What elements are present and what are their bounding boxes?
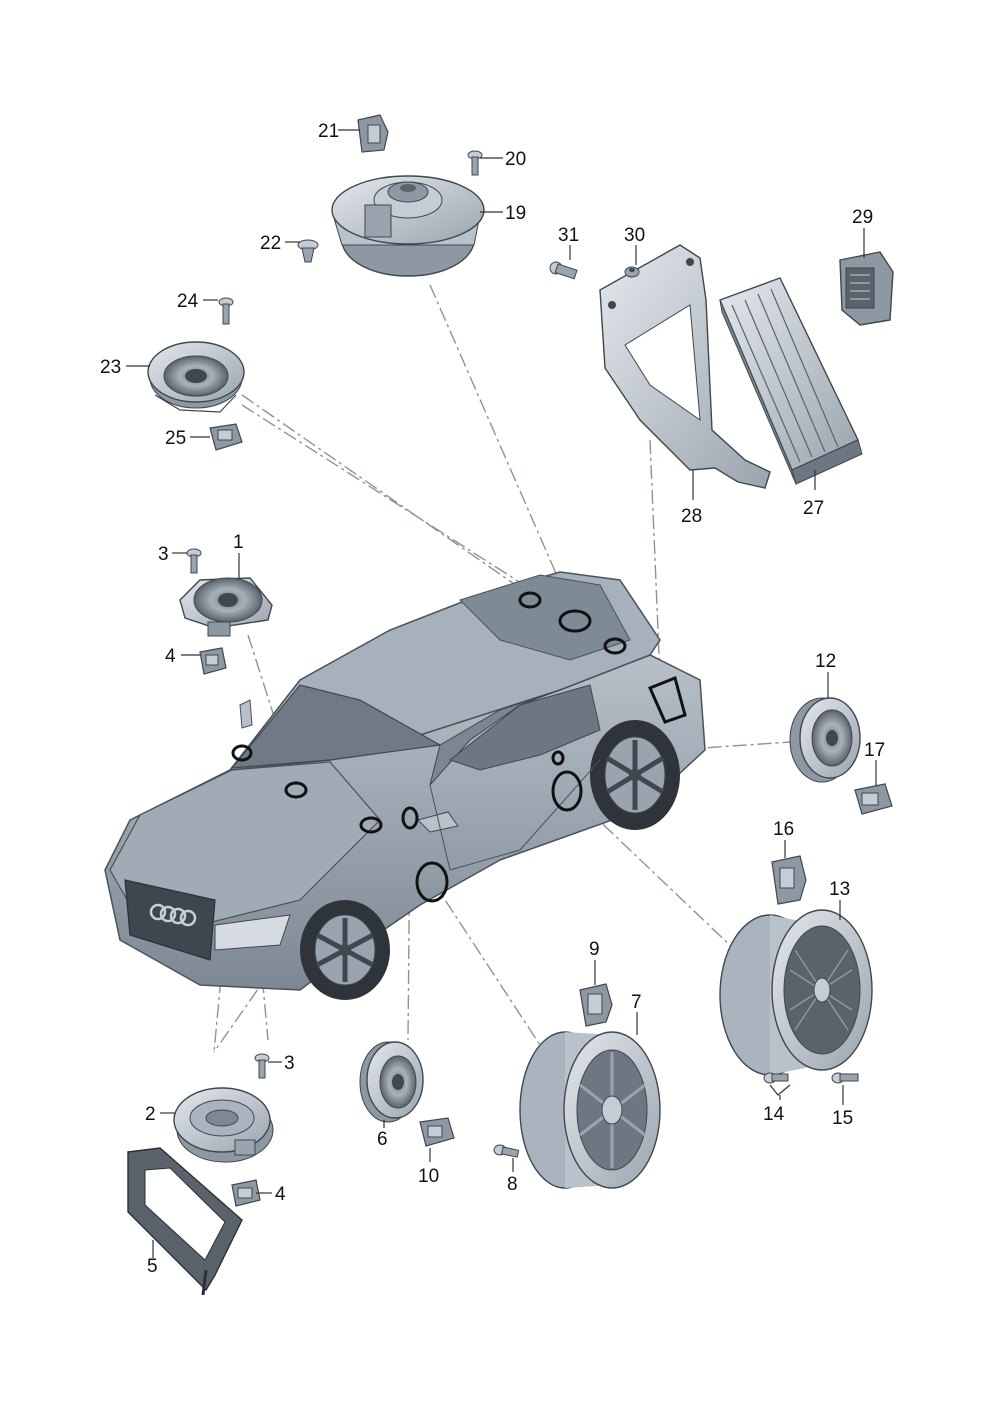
callout-15: 15 — [832, 1108, 853, 1129]
front-wheel — [300, 900, 390, 1000]
callout-3-lower: 3 — [284, 1053, 295, 1074]
rear-wheel — [590, 720, 680, 830]
part-20-screw — [467, 150, 483, 176]
callout-8: 8 — [507, 1174, 518, 1195]
callout-28: 28 — [681, 506, 702, 527]
callout-19: 19 — [505, 203, 526, 224]
part-8-screw — [493, 1144, 520, 1158]
part-4-connector-lower — [231, 1179, 261, 1207]
leader-lines — [126, 129, 877, 1258]
callout-6: 6 — [377, 1129, 388, 1150]
callout-17: 17 — [864, 740, 885, 761]
part-31-bolt — [549, 261, 578, 280]
part-22-clip — [297, 239, 319, 263]
callout-1: 1 — [233, 532, 244, 553]
callout-4-lower: 4 — [275, 1184, 286, 1205]
callout-27: 27 — [803, 498, 824, 519]
part-15-screw — [831, 1072, 859, 1084]
part-12-speaker — [789, 697, 861, 783]
callout-5: 5 — [147, 1256, 158, 1277]
part-3-screw-upper — [186, 548, 202, 574]
callout-23: 23 — [100, 357, 121, 378]
part-19-roof-speaker — [331, 175, 485, 277]
part-27-amplifier — [719, 277, 863, 485]
callout-31: 31 — [558, 225, 579, 246]
part-16-connector — [771, 855, 807, 905]
part-23-speaker — [147, 341, 245, 413]
callout-21: 21 — [318, 121, 339, 142]
callout-labels: 21 20 19 22 24 23 25 31 30 29 28 27 3 1 … — [100, 121, 885, 1277]
part-30-nut — [624, 266, 640, 278]
callout-24: 24 — [177, 291, 199, 312]
callout-10: 10 — [418, 1166, 439, 1187]
part-9-connector — [579, 983, 613, 1027]
part-28-bracket — [599, 244, 771, 489]
part-2-speaker — [173, 1087, 274, 1163]
callout-9: 9 — [589, 939, 600, 960]
part-24-screw — [218, 297, 234, 325]
callout-12: 12 — [815, 651, 836, 672]
callout-20: 20 — [505, 149, 526, 170]
part-14-screw — [763, 1072, 789, 1084]
callout-2: 2 — [145, 1104, 156, 1125]
part-5-grille — [127, 1147, 243, 1296]
location-markers — [231, 591, 687, 903]
vehicle-illustration — [104, 571, 706, 1000]
part-3-screw-lower — [254, 1053, 270, 1079]
callout-25: 25 — [165, 428, 186, 449]
callout-14: 14 — [763, 1104, 785, 1125]
callout-30: 30 — [624, 225, 645, 246]
part-13-speaker — [719, 909, 873, 1076]
part-4-connector-upper — [199, 647, 227, 675]
part-7-speaker — [519, 1031, 661, 1189]
callout-4-upper: 4 — [165, 646, 176, 667]
part-21-connector — [357, 114, 389, 153]
part-17-connector — [854, 783, 893, 815]
part-10-connector — [419, 1117, 455, 1147]
part-6-speaker — [359, 1041, 424, 1123]
callout-7: 7 — [631, 992, 642, 1013]
brand-rings — [149, 903, 197, 927]
part-25-connector — [209, 423, 243, 451]
callout-13: 13 — [829, 879, 850, 900]
callout-22: 22 — [260, 233, 281, 254]
callout-16: 16 — [773, 819, 794, 840]
part-1-speaker — [179, 577, 273, 637]
part-29-connector — [839, 251, 894, 326]
callout-3-upper: 3 — [158, 544, 169, 565]
callout-29: 29 — [852, 207, 873, 228]
